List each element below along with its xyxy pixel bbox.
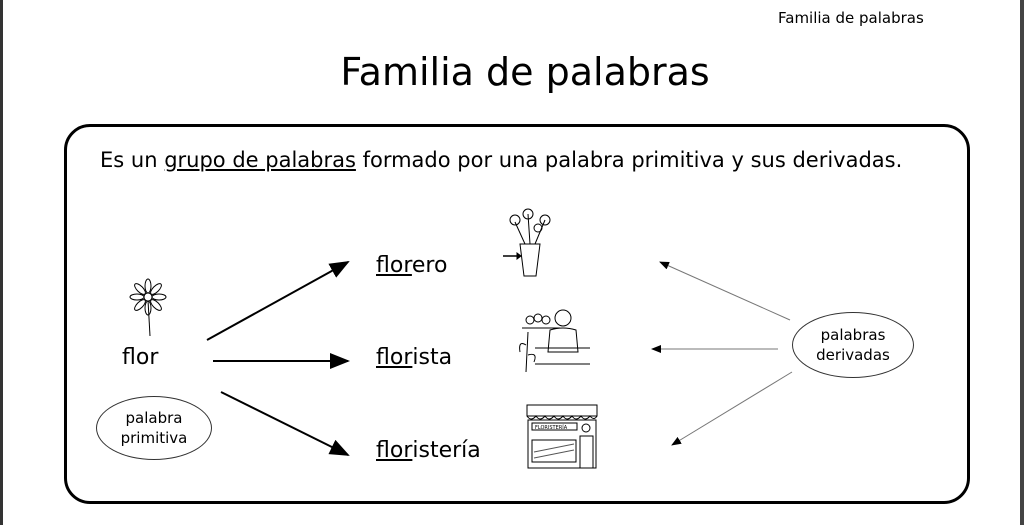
root: flor — [376, 438, 413, 463]
derived-label: palabras derivadas — [792, 312, 914, 378]
suffix: ero — [411, 253, 448, 278]
definition-pre: Es un — [100, 148, 165, 172]
definition-post: formado por una palabra primitiva y sus … — [355, 148, 903, 172]
derived-label-line1: palabras — [820, 326, 886, 344]
arrow-derived-1 — [659, 261, 791, 321]
vase-icon — [503, 208, 551, 277]
arrow-derived-3 — [671, 371, 793, 446]
derived-label-line2: derivadas — [816, 346, 890, 364]
root: flor — [376, 345, 413, 370]
shop-sign: FLORISTERÍA — [535, 424, 568, 431]
root: flor — [376, 253, 412, 278]
definition-underlined: grupo de palabras — [164, 148, 356, 172]
content-box — [64, 124, 970, 504]
arrow-to-florero — [206, 261, 350, 341]
suffix: istería — [412, 438, 481, 463]
primitive-label-line1: palabra — [125, 409, 183, 427]
daisy-icon — [129, 278, 167, 337]
left-border — [0, 0, 3, 525]
derived-word-floristeria: floristería — [376, 438, 481, 463]
page-title: Familia de palabras — [340, 50, 710, 94]
suffix: ista — [412, 345, 453, 370]
primitive-label-line2: primitiva — [120, 429, 188, 447]
arrow-to-floristeria — [220, 391, 350, 456]
flower-shop-icon — [526, 404, 598, 469]
derived-word-florero: florero — [376, 253, 447, 278]
derived-word-florista: florista — [376, 345, 452, 370]
running-header: Familia de palabras — [778, 9, 924, 27]
primitive-word: flor — [122, 345, 159, 370]
florist-icon — [519, 309, 590, 373]
primitive-label: palabra primitiva — [96, 396, 212, 460]
right-border — [1020, 0, 1024, 525]
definition: Es un grupo de palabras formado por una … — [100, 148, 902, 172]
